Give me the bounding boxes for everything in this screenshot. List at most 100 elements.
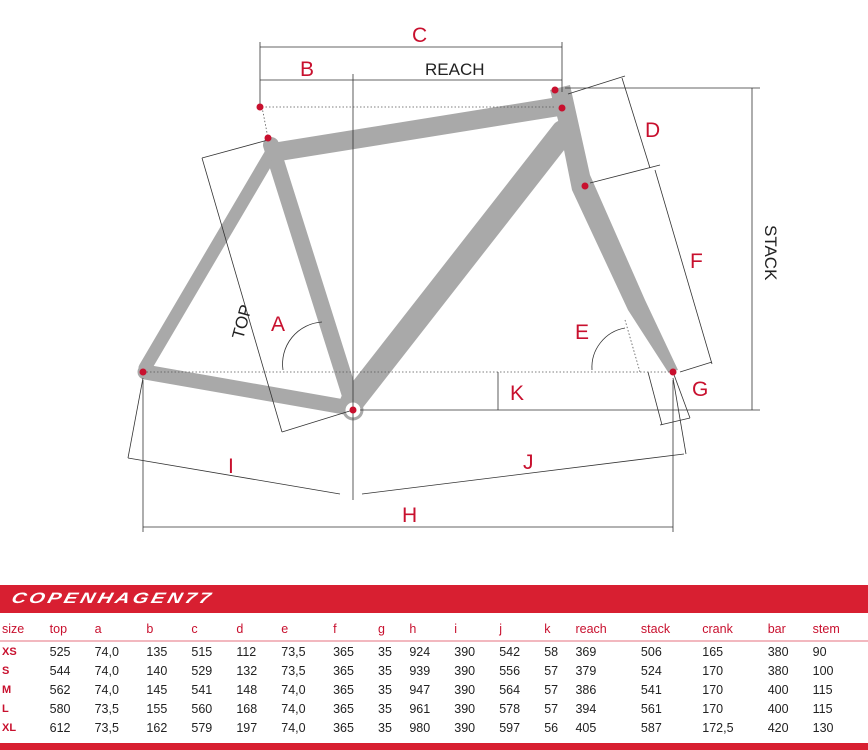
size-cell: XL bbox=[2, 721, 17, 734]
measure-points bbox=[139, 86, 677, 414]
table-cell: 57 bbox=[544, 663, 559, 678]
table-cell: 597 bbox=[499, 720, 521, 735]
table-cell: 541 bbox=[640, 682, 662, 697]
table-cell: 155 bbox=[146, 701, 168, 716]
table-cell: 365 bbox=[333, 682, 354, 697]
table-cell: 365 bbox=[333, 720, 354, 735]
title-band bbox=[0, 585, 868, 613]
table-cell: 541 bbox=[191, 682, 213, 697]
bike-frame bbox=[137, 85, 678, 421]
table-cell: 135 bbox=[146, 644, 168, 659]
table-cell: 148 bbox=[236, 682, 258, 697]
table-cell: 74,0 bbox=[281, 720, 306, 735]
table-cell: 365 bbox=[333, 644, 354, 659]
label-c: C bbox=[412, 24, 427, 47]
seatstay bbox=[138, 145, 279, 375]
table-cell: 380 bbox=[767, 663, 789, 678]
table-cell: 612 bbox=[49, 720, 71, 735]
table-cell: 73,5 bbox=[94, 701, 119, 716]
table-cell: 405 bbox=[575, 720, 597, 735]
table-cell: 386 bbox=[575, 682, 597, 697]
label-h: H bbox=[402, 504, 417, 527]
column-header-crank: crank bbox=[700, 618, 766, 642]
table-cell: 939 bbox=[409, 663, 431, 678]
label-e: E bbox=[575, 321, 589, 344]
label-j: J bbox=[523, 451, 534, 474]
table-cell: 170 bbox=[702, 682, 724, 697]
table-cell: 515 bbox=[191, 644, 213, 659]
table-cell: 365 bbox=[333, 701, 354, 716]
table-cell: 947 bbox=[409, 682, 431, 697]
table-cell: 379 bbox=[575, 663, 597, 678]
size-cell: L bbox=[2, 702, 9, 715]
label-reach: REACH bbox=[425, 60, 485, 79]
column-header-stem: stem bbox=[810, 618, 868, 642]
table-cell: 542 bbox=[499, 644, 521, 659]
column-header-j: j bbox=[497, 618, 543, 642]
table-cell: 74,0 bbox=[94, 644, 119, 659]
column-header-i: i bbox=[452, 618, 498, 642]
column-header-e: e bbox=[279, 618, 332, 642]
table-cell: 390 bbox=[454, 682, 476, 697]
table-cell: 35 bbox=[378, 644, 392, 659]
table-cell: 420 bbox=[767, 720, 789, 735]
table-cell: 73,5 bbox=[281, 663, 306, 678]
table-cell: 390 bbox=[454, 644, 476, 659]
table-cell: 57 bbox=[544, 682, 559, 697]
label-f: F bbox=[690, 250, 703, 273]
table-cell: 525 bbox=[49, 644, 71, 659]
column-header-reach: reach bbox=[573, 618, 639, 642]
table-cell: 924 bbox=[409, 644, 431, 659]
table-cell: 73,5 bbox=[281, 644, 306, 659]
table-cell: 390 bbox=[454, 720, 476, 735]
column-header-bar: bar bbox=[765, 618, 811, 642]
label-a: A bbox=[271, 313, 285, 336]
table-cell: 74,0 bbox=[94, 663, 119, 678]
table-cell: 400 bbox=[767, 701, 789, 716]
table-cell: 165 bbox=[702, 644, 724, 659]
table-cell: 560 bbox=[191, 701, 213, 716]
column-header-top: top bbox=[47, 618, 93, 642]
table-cell: 58 bbox=[544, 644, 559, 659]
chainstay bbox=[137, 364, 358, 416]
table-cell: 390 bbox=[454, 663, 476, 678]
brand-logo: COPENHAGEN77 bbox=[9, 590, 216, 607]
table-cell: 587 bbox=[640, 720, 662, 735]
table-cell: 369 bbox=[575, 644, 597, 659]
table-cell: 132 bbox=[236, 663, 258, 678]
table-cell: 394 bbox=[575, 701, 597, 716]
table-cell: 35 bbox=[378, 663, 392, 678]
size-cell: M bbox=[2, 683, 12, 696]
label-i: I bbox=[228, 455, 234, 478]
column-header-c: c bbox=[189, 618, 235, 642]
label-d: D bbox=[645, 119, 660, 142]
table-cell: 56 bbox=[544, 720, 559, 735]
table-cell: 168 bbox=[236, 701, 258, 716]
dimension-lines bbox=[127, 42, 760, 532]
table-cell: 35 bbox=[378, 720, 392, 735]
table-cell: 524 bbox=[640, 663, 662, 678]
table-cell: 112 bbox=[236, 644, 257, 659]
table-cell: 544 bbox=[49, 663, 71, 678]
label-top: TOP bbox=[229, 303, 256, 341]
table-cell: 170 bbox=[702, 663, 724, 678]
column-header-f: f bbox=[331, 618, 377, 642]
table-cell: 74,0 bbox=[281, 682, 306, 697]
bottom-band bbox=[0, 743, 868, 750]
table-cell: 529 bbox=[191, 663, 213, 678]
table-cell: 115 bbox=[812, 682, 833, 697]
size-cell: XS bbox=[2, 645, 17, 658]
column-header-g: g bbox=[376, 618, 408, 642]
column-header-a: a bbox=[92, 618, 145, 642]
table-row: XS 525 74,0 135 515 112 73,5 365 35 924 390 542 58 36… bbox=[0, 641, 868, 661]
table-cell: 74,0 bbox=[94, 682, 119, 697]
label-stack: STACK bbox=[761, 225, 780, 281]
table-cell: 73,5 bbox=[94, 720, 119, 735]
table-cell: 562 bbox=[49, 682, 71, 697]
table-cell: 35 bbox=[378, 682, 392, 697]
